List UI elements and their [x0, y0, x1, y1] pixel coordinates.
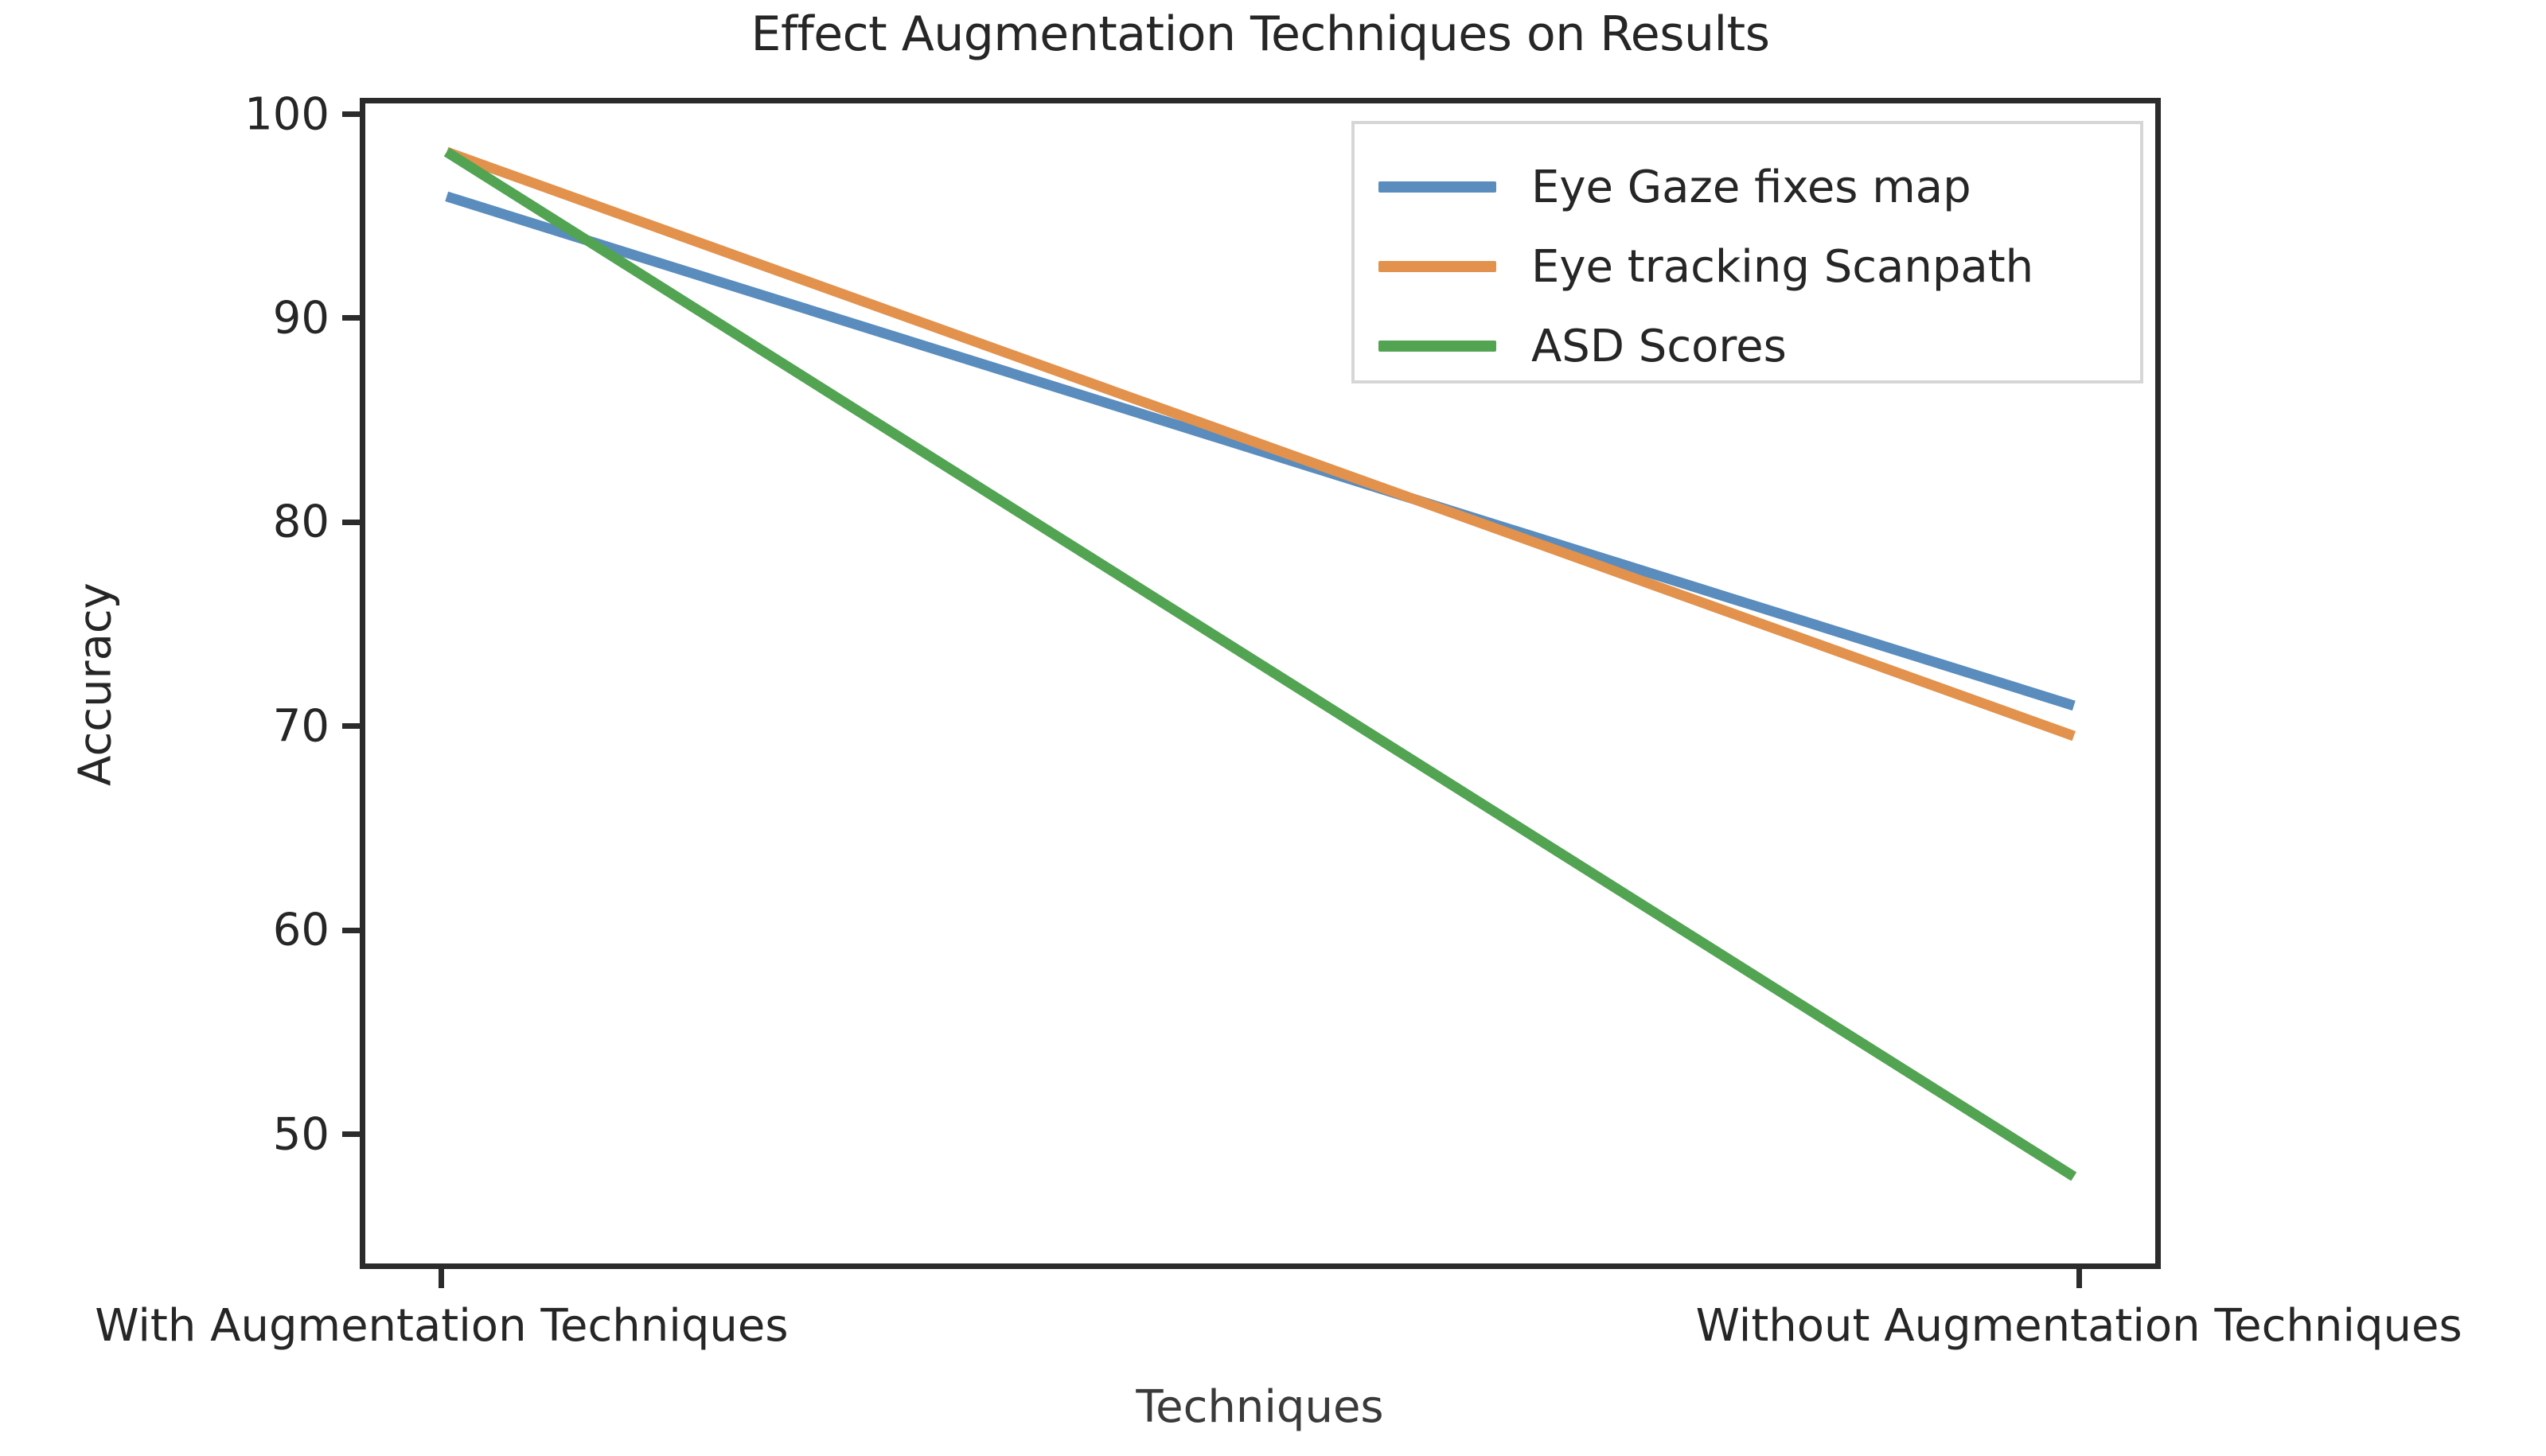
line-series — [443, 147, 2077, 1182]
y-tick-label: 100 — [244, 88, 329, 141]
y-tick-mark — [342, 1131, 360, 1138]
legend-item[interactable]: Eye Gaze fixes map — [1378, 153, 1971, 221]
y-tick-label: 60 — [272, 904, 329, 956]
chart-title: Effect Augmentation Techniques on Result… — [751, 6, 1770, 62]
y-axis-label: Accuracy — [69, 582, 122, 786]
y-tick-mark — [342, 927, 360, 933]
y-tick-label: 50 — [272, 1108, 329, 1161]
y-tick-label: 70 — [272, 700, 329, 753]
x-tick-mark — [2076, 1269, 2082, 1288]
y-tick-mark — [342, 315, 360, 321]
x-tick-label: Without Augmentation Techniques — [1695, 1300, 2462, 1352]
x-tick-mark — [439, 1269, 445, 1288]
y-tick-label: 80 — [272, 496, 329, 548]
y-tick-mark — [342, 111, 360, 118]
y-tick-mark — [342, 723, 360, 730]
legend-item[interactable]: ASD Scores — [1378, 312, 1787, 380]
x-tick-label: With Augmentation Techniques — [95, 1300, 789, 1352]
legend-color-swatch — [1378, 261, 1496, 272]
legend-color-swatch — [1378, 181, 1496, 193]
y-tick-label: 90 — [272, 292, 329, 345]
x-axis-label: Techniques — [1136, 1381, 1384, 1433]
legend-label: ASD Scores — [1531, 320, 1787, 372]
line-series — [445, 191, 2076, 711]
legend-label: Eye Gaze fixes map — [1531, 161, 1971, 213]
legend-item[interactable]: Eye tracking Scanpath — [1378, 232, 2033, 301]
y-tick-mark — [342, 519, 360, 525]
legend-label: Eye tracking Scanpath — [1531, 240, 2034, 293]
plot-lines — [443, 146, 2077, 1182]
legend-color-swatch — [1378, 341, 1496, 352]
line-series — [445, 146, 2076, 742]
